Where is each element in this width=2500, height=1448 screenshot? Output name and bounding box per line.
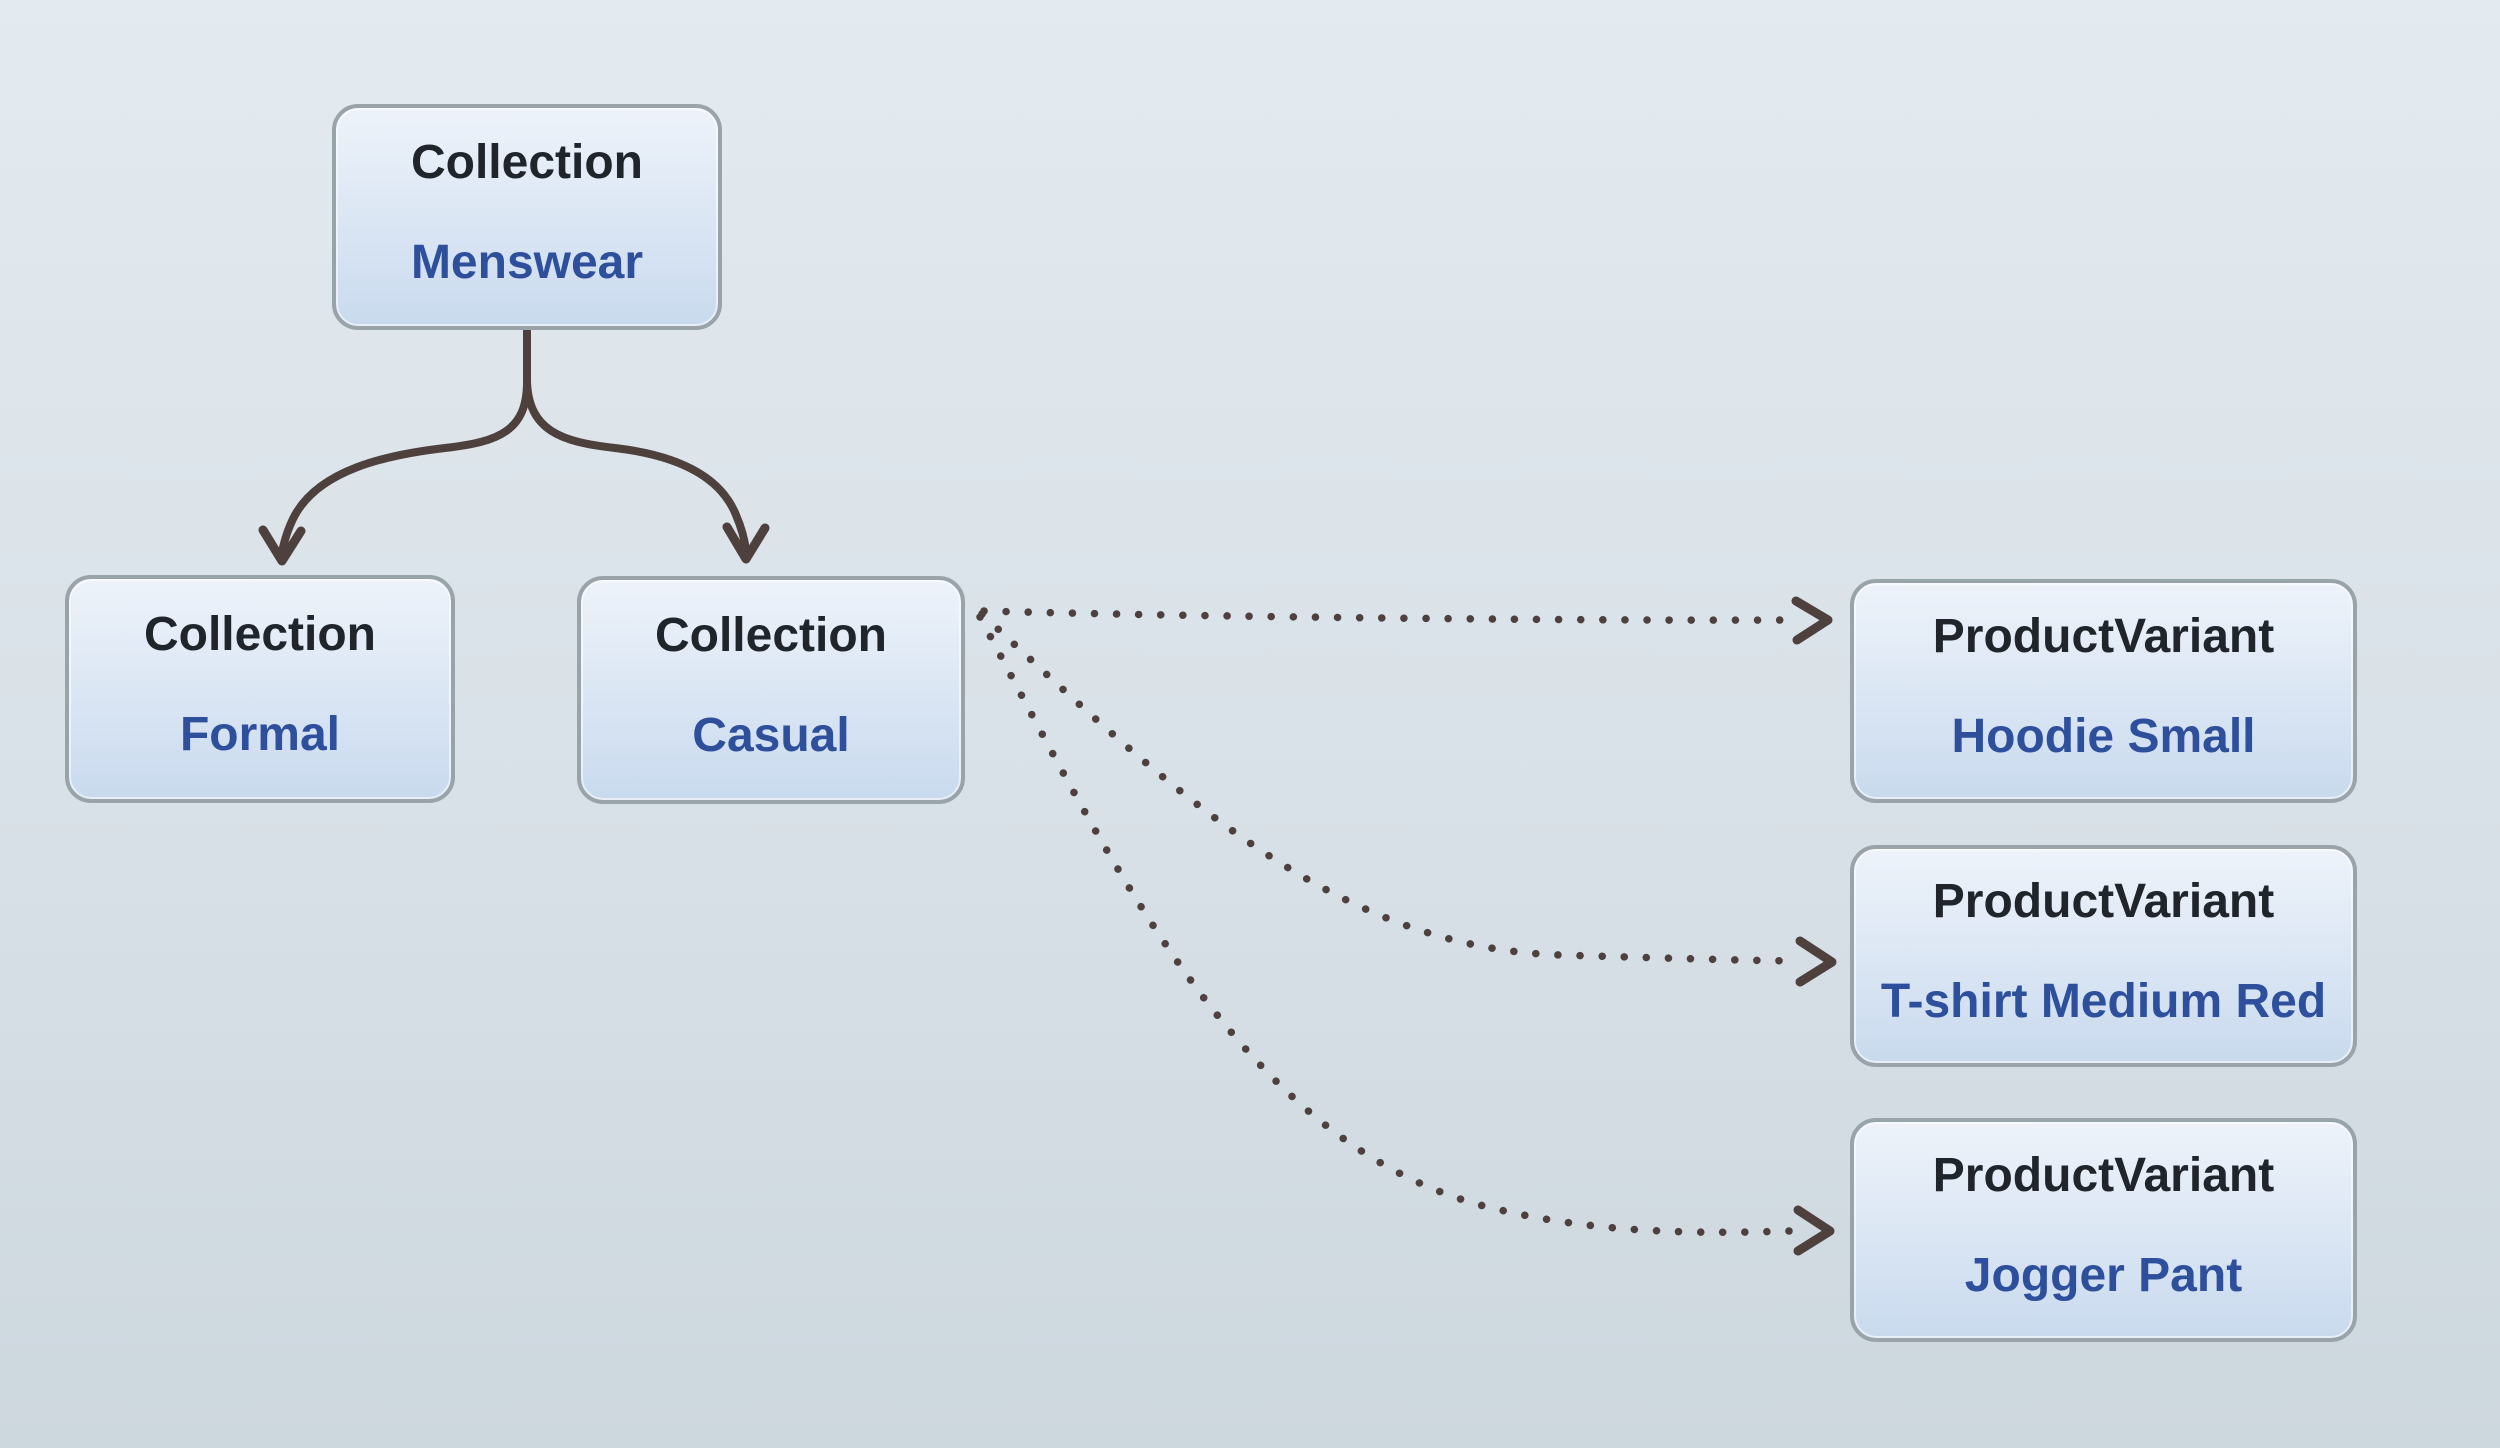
node-content: Collection Casual [655, 612, 887, 760]
edge-casual-tshirt-arrowhead-icon [1795, 936, 1837, 987]
node-type-label: ProductVariant [1932, 1149, 2275, 1202]
node-name-label: Formal [179, 708, 340, 761]
edge-casual-jogger-arrowhead-icon [1793, 1205, 1835, 1256]
node-productvariant-tshirt-medium-red: ProductVariant T-shirt Medium Red [1850, 845, 2357, 1067]
node-productvariant-hoodie-small: ProductVariant Hoodie Small [1850, 579, 2357, 803]
node-name-label: Casual [692, 709, 850, 762]
edge-menswear-casual-arrowhead-icon [722, 522, 770, 564]
edge-casual-hoodie [980, 607, 1797, 624]
node-content: ProductVariant T-shirt Medium Red [1881, 878, 2326, 1026]
node-collection-casual: Collection Casual [577, 576, 965, 804]
node-type-label: ProductVariant [1932, 610, 2275, 663]
edge-menswear-casual [523, 378, 750, 555]
node-productvariant-jogger-pant: ProductVariant Jogger Pant [1850, 1118, 2357, 1342]
node-name-label: Menswear [410, 236, 644, 289]
node-collection-formal: Collection Formal [65, 575, 455, 803]
node-content: ProductVariant Jogger Pant [1933, 1152, 2274, 1300]
node-content: Collection Menswear [411, 139, 643, 287]
node-type-label: ProductVariant [1932, 875, 2275, 928]
edge-menswear-formal [278, 327, 531, 556]
node-type-label: Collection [143, 608, 376, 661]
node-content: Collection Formal [144, 611, 376, 759]
node-type-label: Collection [654, 609, 887, 662]
node-content: ProductVariant Hoodie Small [1933, 613, 2274, 761]
node-name-label: Hoodie Small [1951, 710, 2256, 763]
edge-casual-tshirt [978, 610, 1796, 965]
node-collection-menswear: Collection Menswear [332, 104, 722, 330]
node-name-label: T-shirt Medium Red [1880, 975, 2327, 1028]
edge-casual-jogger [976, 613, 1794, 1237]
node-type-label: Collection [410, 136, 643, 189]
edge-menswear-formal-arrowhead-icon [258, 525, 306, 566]
node-name-label: Jogger Pant [1964, 1249, 2243, 1302]
edge-casual-hoodie-arrowhead-icon [1791, 596, 1833, 645]
